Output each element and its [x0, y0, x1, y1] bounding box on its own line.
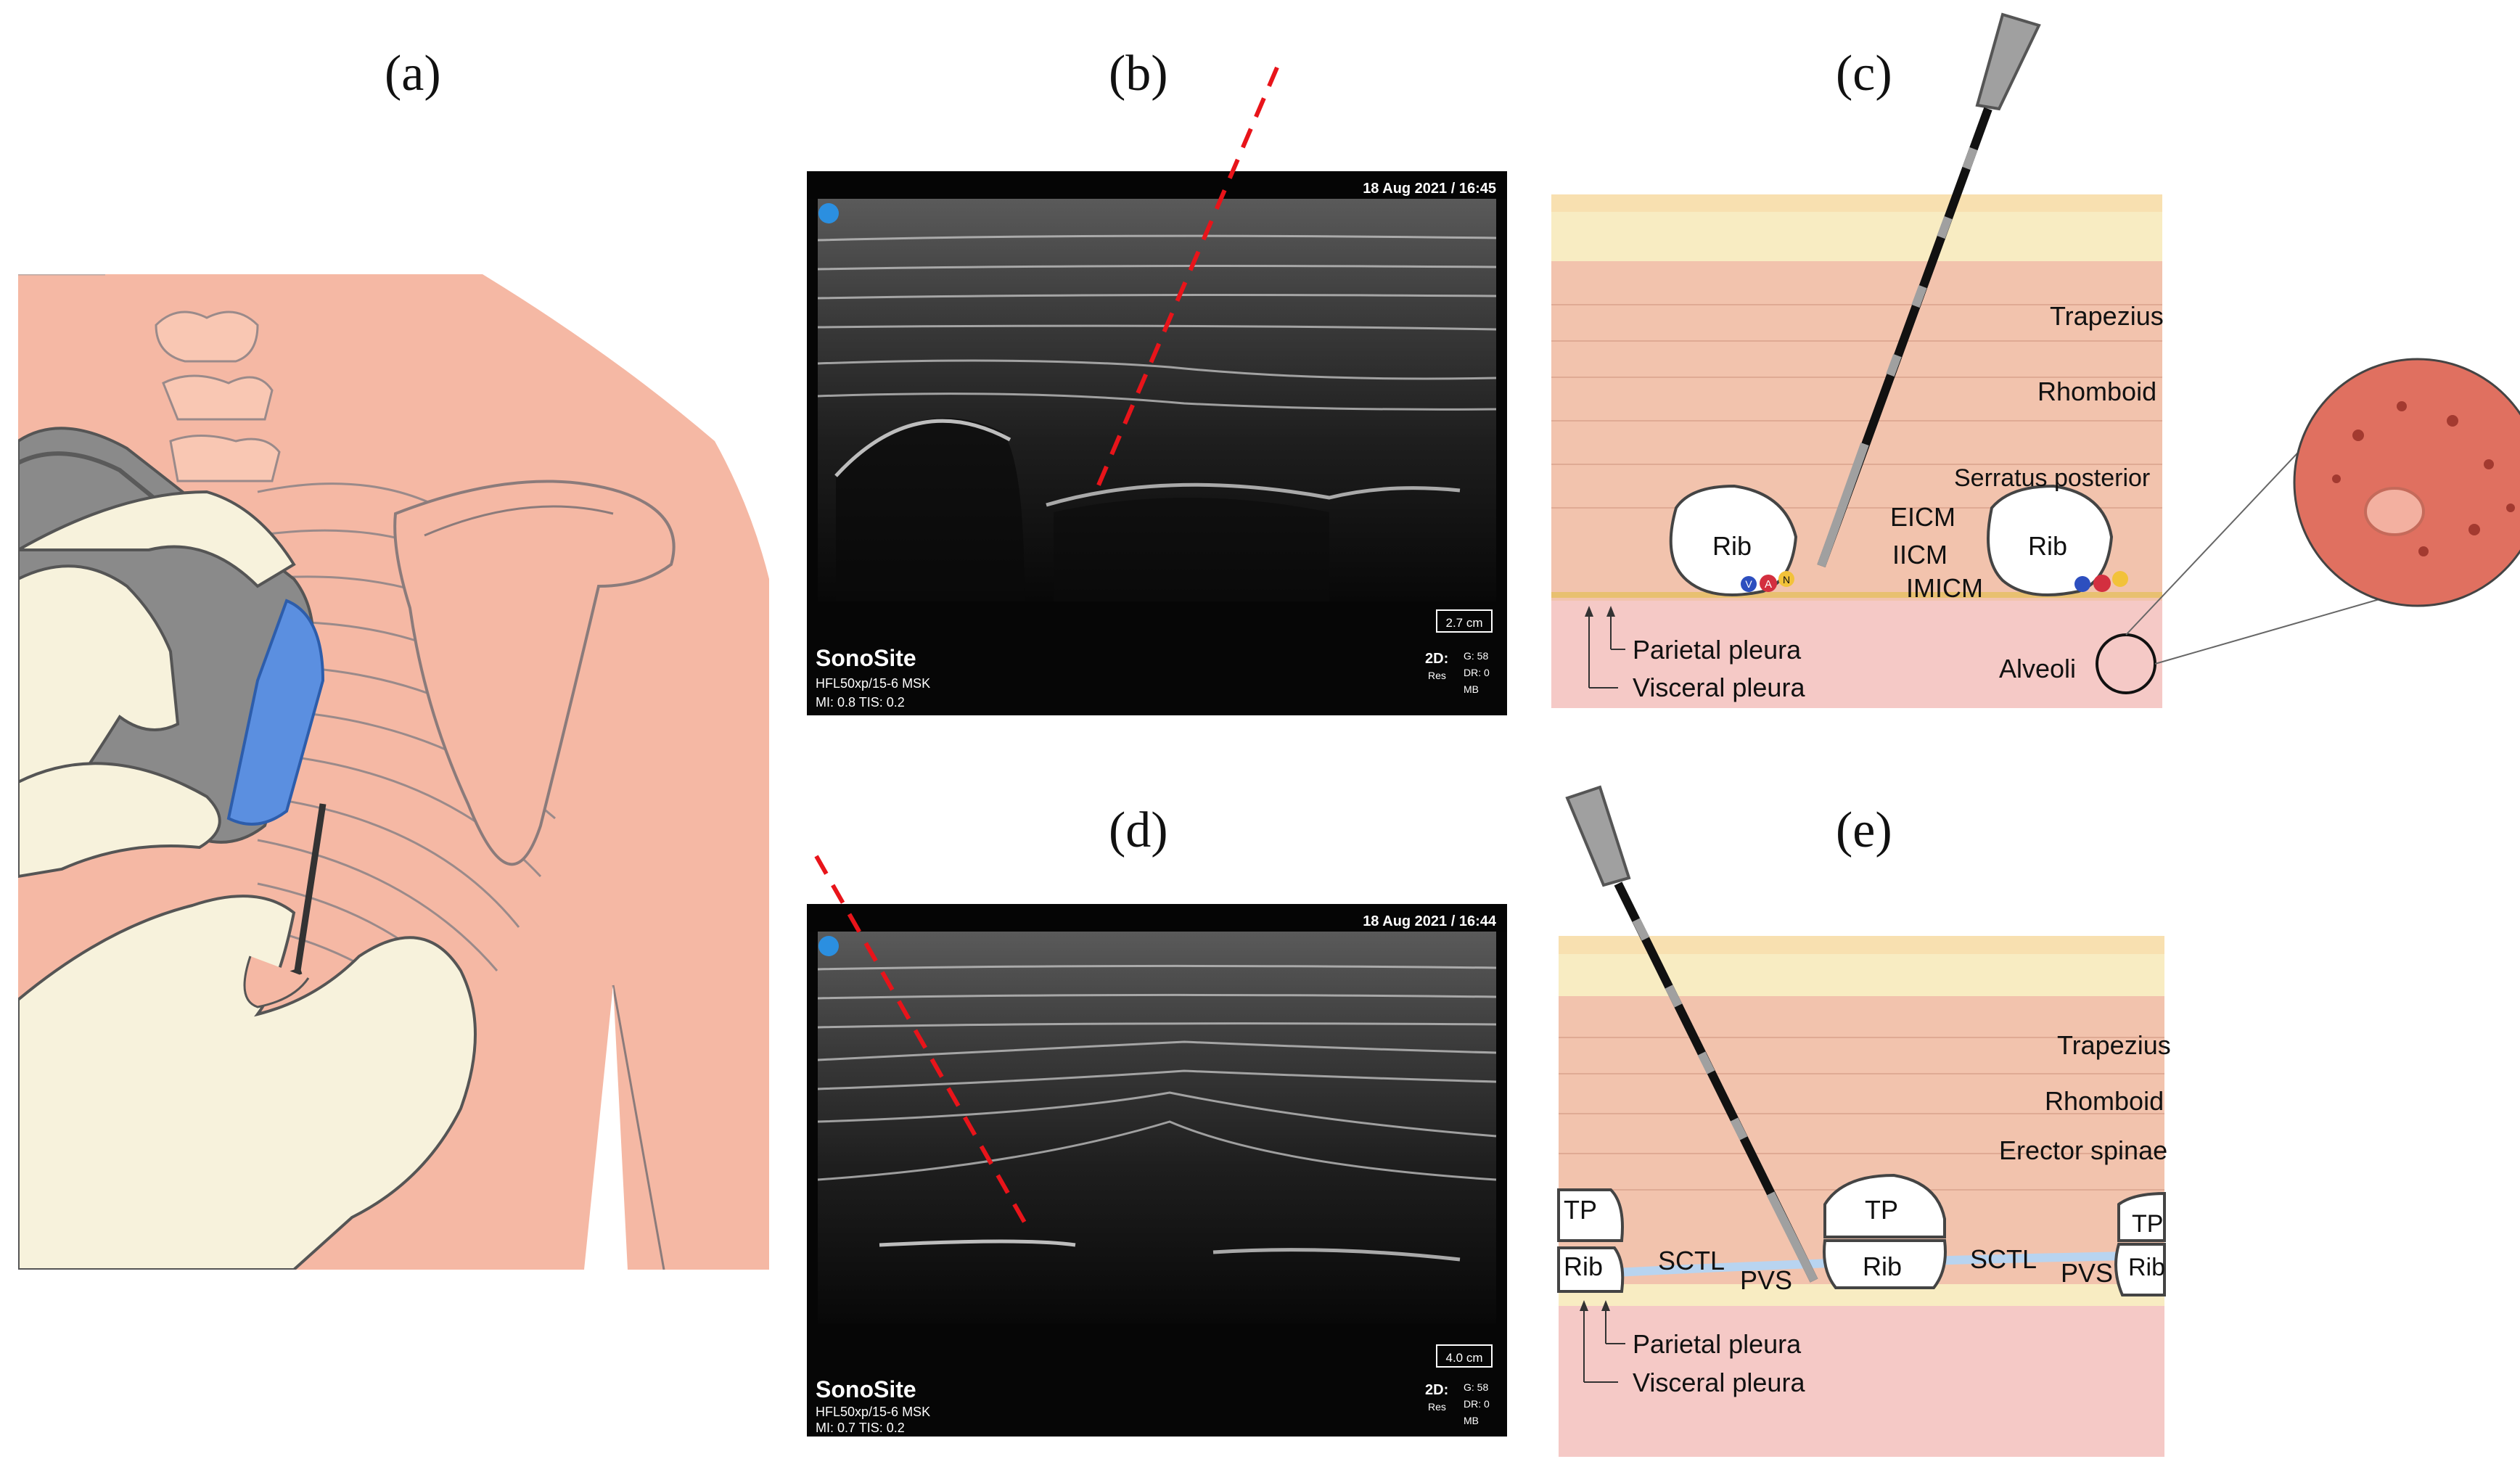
label-rib-right-c: Rib	[2028, 531, 2067, 561]
fat-layer-e	[1559, 954, 2164, 998]
label-iicm: IICM	[1892, 540, 1948, 570]
rib-left-e	[1557, 1246, 1625, 1293]
label-tp-left: TP	[1564, 1195, 1597, 1225]
tp-right	[2117, 1191, 2166, 1242]
vein-left	[1741, 576, 1757, 592]
us-setting1-d: G: 58	[1464, 1381, 1488, 1393]
label-erector-e: Erector spinae	[1999, 1135, 2167, 1165]
panel-label-b: (b)	[1109, 46, 1168, 102]
label-eicm: EICM	[1890, 502, 1955, 532]
label-rib-right-e: Rib	[2128, 1254, 2165, 1281]
label-visceral-e: Visceral pleura	[1633, 1368, 1805, 1397]
label-rib-left-e: Rib	[1564, 1252, 1603, 1281]
probe-face-blue	[226, 599, 325, 826]
panel-label-e: (e)	[1836, 802, 1892, 858]
label-trapezius-c: Trapezius	[2050, 301, 2164, 331]
us-mode-b: 2D:	[1425, 651, 1448, 667]
nerve-right	[2112, 571, 2128, 587]
panel-b-ultrasound: 18 Aug 2021 / 16:45 SonoSite HFL50xp/15-…	[807, 171, 1507, 715]
label-sctl-right: SCTL	[1970, 1244, 2037, 1274]
rib-shadow-left	[836, 418, 1025, 601]
label-serratus-c: Serratus posterior	[1954, 464, 2150, 492]
us-depth-d: 4.0 cm	[1445, 1351, 1482, 1365]
us-timestamp-d: 18 Aug 2021 / 16:44	[1363, 913, 1497, 929]
label-alveoli: Alveoli	[1999, 654, 2076, 683]
us-indices-b: MI: 0.8 TIS: 0.2	[816, 695, 905, 710]
label-pvs-right: PVS	[2061, 1258, 2113, 1288]
label-pvs-left: PVS	[1740, 1265, 1792, 1295]
label-nerve-c: N	[1783, 574, 1790, 585]
right-hand	[18, 895, 477, 1270]
label-visceral-c: Visceral pleura	[1633, 673, 1805, 702]
us-mode-sub-d: Res	[1428, 1401, 1446, 1413]
us-setting1-b: G: 58	[1464, 650, 1488, 662]
label-trapezius-e: Trapezius	[2057, 1030, 2171, 1060]
nerve-left	[1778, 571, 1794, 587]
vein-right	[2074, 576, 2090, 592]
panel-label-d: (d)	[1109, 802, 1168, 858]
pleura-layer-e	[1559, 1306, 2164, 1457]
label-imicm: IMICM	[1906, 573, 1983, 603]
tp-left	[1557, 1188, 1624, 1242]
us-probe-d: HFL50xp/15-6 MSK	[816, 1405, 930, 1419]
us-setting2-d: DR: 0	[1464, 1398, 1490, 1410]
panel-e-diagram: Trapezius Rhomboid Erector spinae TP TP …	[1557, 785, 2171, 1457]
label-rib-mid-e: Rib	[1863, 1252, 1902, 1281]
us-probe-b: HFL50xp/15-6 MSK	[816, 676, 930, 691]
label-rib-left-c: Rib	[1712, 531, 1752, 561]
rib-right-e	[2114, 1243, 2166, 1296]
us-brand-b: SonoSite	[816, 645, 916, 671]
us-timestamp-b: 18 Aug 2021 / 16:45	[1363, 181, 1496, 197]
panel-d-ultrasound: 18 Aug 2021 / 16:44 SonoSite HFL50xp/15-…	[807, 904, 1507, 1437]
spine	[155, 311, 281, 482]
label-rhomboid-c: Rhomboid	[2037, 377, 2156, 406]
label-parietal-c: Parietal pleura	[1633, 635, 1802, 665]
depth-box-d	[1436, 1344, 1493, 1368]
label-sctl-left: SCTL	[1658, 1246, 1725, 1275]
tp-mid	[1823, 1173, 1946, 1238]
scapula	[393, 480, 676, 866]
label-tp-right: TP	[2132, 1210, 2163, 1238]
label-artery-c: A	[1765, 578, 1772, 591]
us-mode-sub-b: Res	[1428, 670, 1446, 681]
artery-left	[1760, 575, 1777, 592]
panel-c-diagram: Trapezius Rhomboid Serratus posterior Ri…	[1551, 12, 2520, 708]
label-vein-c: V	[1745, 578, 1752, 590]
us-setting3-d: MB	[1464, 1415, 1479, 1426]
needle-hub-e	[1565, 785, 1631, 887]
us-setting2-b: DR: 0	[1464, 667, 1490, 678]
alveoli-zoom	[2293, 358, 2520, 607]
label-rhomboid-e: Rhomboid	[2045, 1086, 2164, 1116]
label-tp-mid: TP	[1865, 1195, 1898, 1225]
panel-label-c: (c)	[1836, 46, 1892, 102]
depth-box-b	[1436, 609, 1493, 633]
guide-line-d	[814, 855, 1029, 1228]
label-parietal-e: Parietal pleura	[1633, 1329, 1802, 1359]
us-mode-d: 2D:	[1425, 1382, 1448, 1398]
us-brand-d: SonoSite	[816, 1376, 916, 1402]
sonosite-logo-icon	[818, 936, 839, 956]
panel-label-a: (a)	[385, 46, 441, 102]
needle-hub	[1975, 12, 2041, 111]
us-indices-d: MI: 0.7 TIS: 0.2	[816, 1421, 905, 1435]
us-setting3-b: MB	[1464, 683, 1479, 695]
rib-shadow-right	[1054, 498, 1329, 601]
sonosite-logo-icon	[818, 203, 839, 223]
pleura-layer	[1551, 601, 2162, 708]
us-depth-b: 2.7 cm	[1445, 616, 1482, 630]
artery-right	[2093, 575, 2111, 592]
panel-a-illustration	[18, 274, 769, 1270]
rib-right	[1987, 484, 2114, 596]
guide-line-b	[1093, 66, 1279, 493]
fat-layer	[1551, 212, 2162, 263]
rib-mid-e	[1823, 1239, 1947, 1289]
needle	[294, 803, 327, 971]
